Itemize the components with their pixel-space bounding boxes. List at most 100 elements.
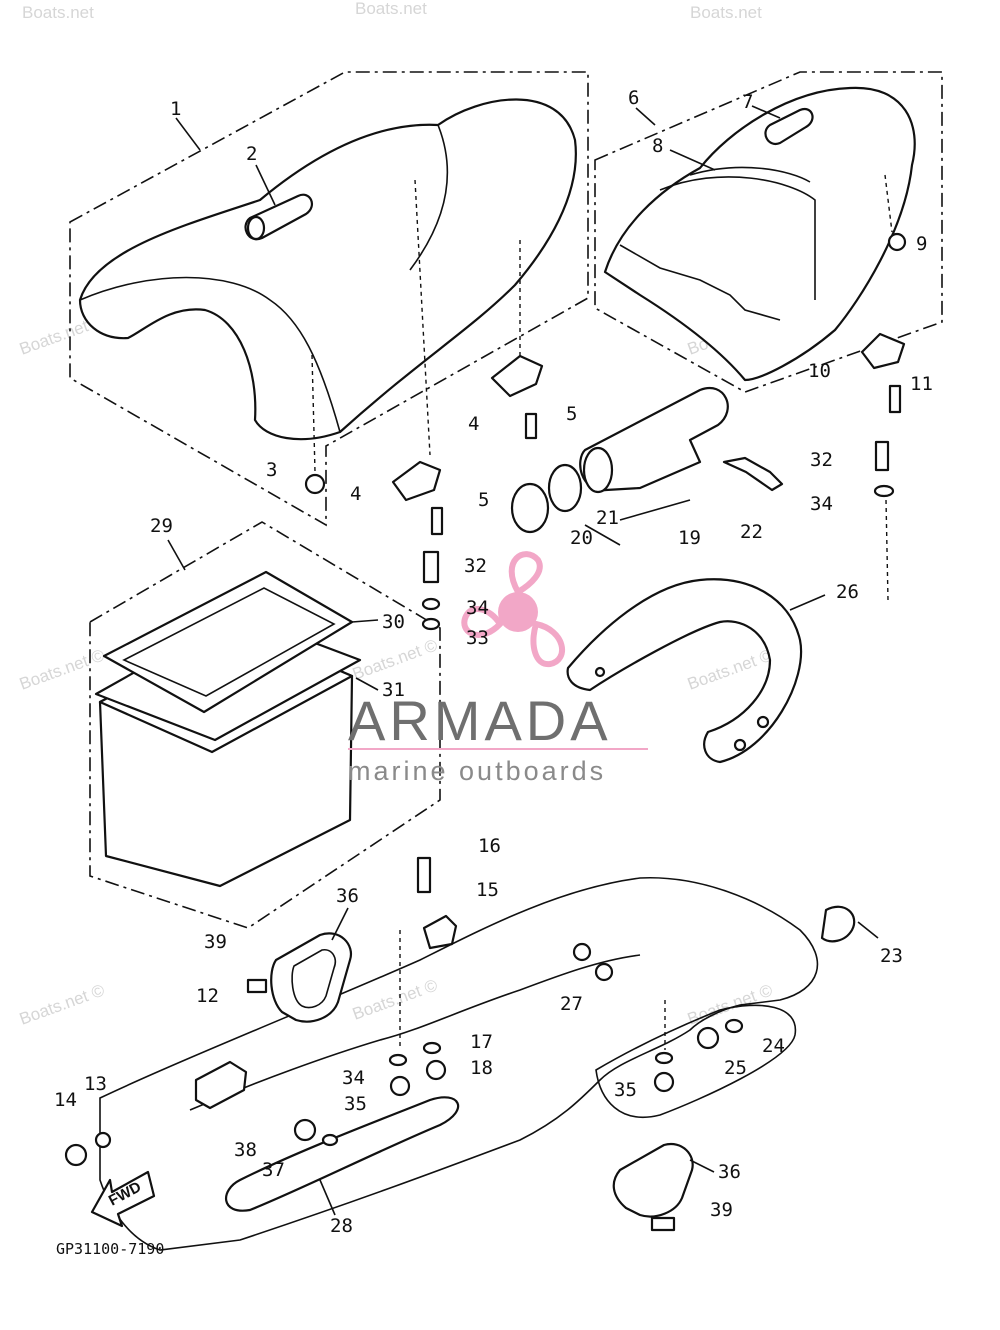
callout-38: 38	[234, 1139, 257, 1161]
washer-24	[724, 1018, 744, 1034]
hull-deck	[99, 876, 819, 1251]
front-seat-group-box	[69, 71, 589, 527]
watermark-right-2: Boats.net ©	[685, 645, 776, 693]
nut-35-right	[653, 1071, 675, 1093]
rear-seat-body	[603, 86, 916, 382]
callout-34-upper-right: 34	[810, 493, 833, 515]
callout-8: 8	[652, 135, 663, 157]
callout-6: 6	[628, 87, 639, 109]
washer-17	[422, 1041, 442, 1055]
part-code: GP31100-7190	[56, 1240, 164, 1258]
bracket-15	[422, 914, 458, 950]
callout-24: 24	[762, 1035, 785, 1057]
shackle-23	[820, 905, 856, 943]
leader-29	[167, 539, 186, 571]
washer-34-lower-right	[654, 1051, 674, 1065]
callout-4-lower: 4	[350, 483, 361, 505]
guide-right-vertical	[885, 499, 889, 601]
callout-5-upper: 5	[566, 403, 577, 425]
leader-20-21	[584, 524, 621, 546]
bolt-5-lower	[430, 506, 444, 536]
watermark-top-left: Boats.net	[22, 3, 94, 22]
callout-4-upper: 4	[468, 413, 479, 435]
gasket-30-inner	[122, 587, 336, 697]
fwd-arrow-icon	[90, 1170, 156, 1228]
rear-seat	[603, 86, 916, 382]
front-seat-body	[78, 98, 577, 441]
callout-39-upper: 39	[204, 931, 227, 953]
callout-34-upper-left: 34	[466, 597, 489, 619]
tube-assembly	[510, 387, 784, 534]
lower-hardware	[64, 856, 856, 1232]
guide-rear-seat	[884, 174, 893, 233]
rear-seat-band-2	[689, 166, 811, 183]
brand-logo: ARMADA marine outboards	[348, 551, 648, 786]
leader-36-lower	[689, 1159, 715, 1173]
callout-9: 9	[916, 233, 927, 255]
stud-32-left	[422, 550, 440, 584]
seat-bracket-lower	[391, 460, 442, 502]
watermark-top-center: Boats.net	[355, 0, 427, 18]
callout-37: 37	[262, 1159, 285, 1181]
nut-38	[293, 1118, 317, 1142]
front-seat-crease	[409, 124, 449, 271]
deck-inner	[189, 954, 641, 1111]
brand-underline	[348, 748, 648, 750]
callout-2: 2	[246, 143, 257, 165]
bolt-5-upper	[524, 412, 538, 440]
front-seat	[78, 98, 577, 441]
washer-34-left	[421, 597, 441, 611]
callout-19: 19	[678, 527, 701, 549]
deck-outline	[99, 876, 819, 1251]
watermark-top-right: Boats.net	[690, 3, 762, 22]
callout-18: 18	[470, 1057, 493, 1079]
watermark-center-2: Boats.net ©	[350, 635, 441, 683]
callout-35-right: 35	[614, 1079, 637, 1101]
bumper-hole-2	[756, 715, 770, 729]
nut-18	[425, 1059, 447, 1081]
guide-front-seat-left	[311, 354, 316, 473]
callout-27: 27	[560, 993, 583, 1015]
callout-20: 20	[570, 527, 593, 549]
callout-14: 14	[54, 1089, 77, 1111]
storage-bucket	[94, 570, 362, 888]
rear-bumper	[566, 578, 803, 764]
callout-32-left: 32	[464, 555, 487, 577]
screw-39-lower	[650, 1216, 676, 1232]
leader-7	[751, 105, 781, 119]
group-boxes	[69, 71, 943, 929]
leader-1	[175, 117, 201, 151]
washer-13	[94, 1131, 112, 1149]
callout-26: 26	[836, 581, 859, 603]
callout-21: 21	[596, 507, 619, 529]
callout-5-lower: 5	[478, 489, 489, 511]
callout-10: 10	[808, 360, 831, 382]
callout-30: 30	[382, 611, 405, 633]
washer-34-right	[873, 484, 895, 498]
callout-12: 12	[196, 985, 219, 1007]
nut-25	[696, 1026, 720, 1050]
washer-33	[421, 617, 441, 631]
callout-33: 33	[466, 627, 489, 649]
watermark-left-3: Boats.net ©	[17, 980, 108, 1028]
callout-31: 31	[382, 679, 405, 701]
vent-cover-36-upper-inner	[291, 948, 337, 1009]
callout-25: 25	[724, 1057, 747, 1079]
watermark-left-2: Boats.net ©	[17, 645, 108, 693]
bumper-hole-3	[594, 666, 606, 678]
callout-29: 29	[150, 515, 173, 537]
front-seat-edge	[79, 276, 341, 433]
callout-22: 22	[740, 521, 763, 543]
leader-28	[319, 1179, 336, 1216]
storage-box-group-box	[89, 521, 441, 929]
fitting-27-b	[594, 962, 614, 982]
vent-cover-36-upper	[270, 932, 353, 1023]
cap-20	[510, 482, 550, 534]
callout-34-lower: 34	[342, 1067, 365, 1089]
brand-name: ARMADA	[348, 689, 612, 752]
fitting-27-a	[572, 942, 592, 962]
seat-bracket-upper	[490, 354, 544, 398]
callout-7: 7	[742, 91, 753, 113]
callout-3: 3	[266, 459, 277, 481]
